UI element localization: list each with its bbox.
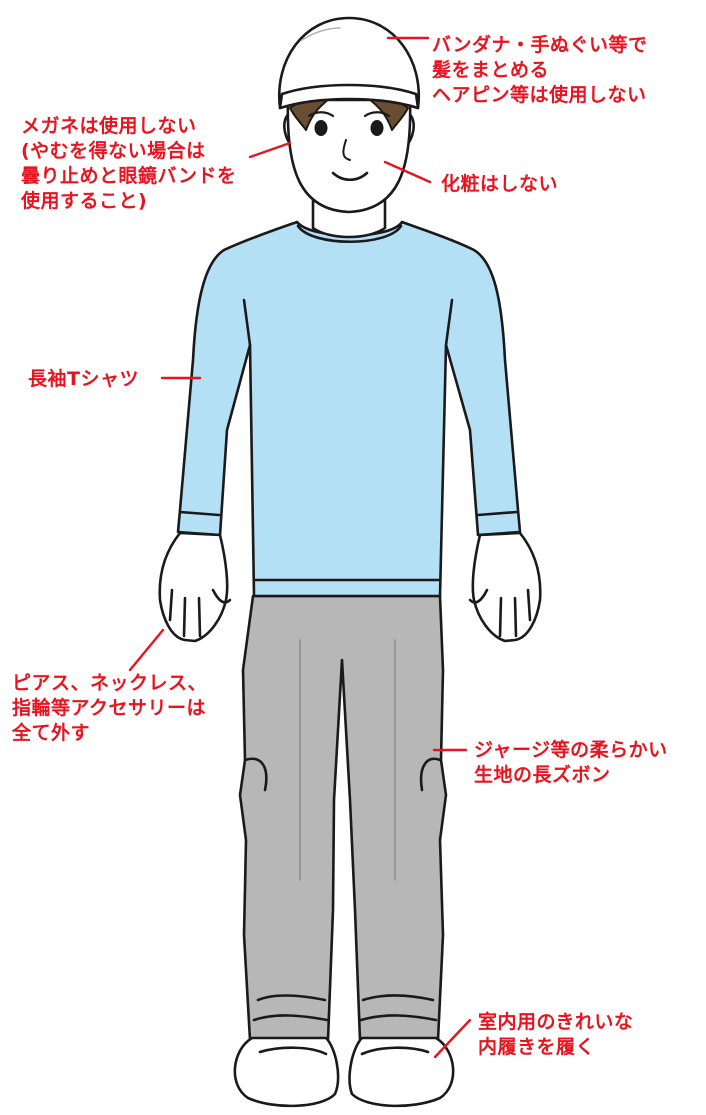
annotation-jewelry: ピアス、ネックレス、 指輪等アクセサリーは 全て外す [12,671,207,746]
annotation-shirt-line1: 長袖Tシャツ [28,368,139,390]
annotation-glasses-line4: 使用すること) [21,190,148,212]
annotation-hat-line3: ヘアピン等は使用しない [432,84,647,106]
hands [158,531,542,643]
annotation-shoes-line2: 内履きを履く [478,1036,596,1058]
annotation-pants-line2: 生地の長ズボン [474,764,611,786]
leader-line-shoes [433,1018,472,1059]
annotation-jewelry-line3: 全て外す [12,722,91,744]
annotation-glasses-line2: (やむを得ない場合は [21,140,206,162]
annotation-jewelry-line2: 指輪等アクセサリーは [12,697,207,719]
annotation-hat: バンダナ・手ぬぐい等で 髪をまとめる ヘアピン等は使用しない [432,33,647,108]
head [283,96,415,214]
annotation-pants-line1: ジャージ等の柔らかい [474,739,668,761]
annotation-jewelry-line1: ピアス、ネックレス、 [12,672,208,694]
leader-line-glasses [248,141,292,159]
annotation-shoes: 室内用のきれいな 内履きを履く [478,1010,633,1060]
bandana-cap [277,16,421,110]
annotation-glasses: メガネは使用しない (やむを得ない場合は 曇り止めと眼鏡バンドを 使用すること) [21,114,236,214]
annotation-glasses-line1: メガネは使用しない [21,115,197,137]
leader-line-jewelry [128,628,165,672]
annotation-shoes-line1: 室内用のきれいな [478,1011,634,1033]
annotation-shirt: 長袖Tシャツ [28,367,139,392]
annotation-glasses-line3: 曇り止めと眼鏡バンドを [21,165,237,187]
annotation-makeup-line1: 化粧はしない [441,173,559,195]
long-sleeve-tshirt [176,220,522,598]
leader-line-makeup [383,160,432,184]
annotation-hat-line1: バンダナ・手ぬぐい等で [432,34,648,56]
annotation-pants: ジャージ等の柔らかい 生地の長ズボン [474,738,668,788]
long-pants [238,594,448,1042]
annotation-makeup: 化粧はしない [441,172,558,197]
indoor-shoes [233,1036,455,1108]
annotation-hat-line2: 髪をまとめる [432,59,550,81]
